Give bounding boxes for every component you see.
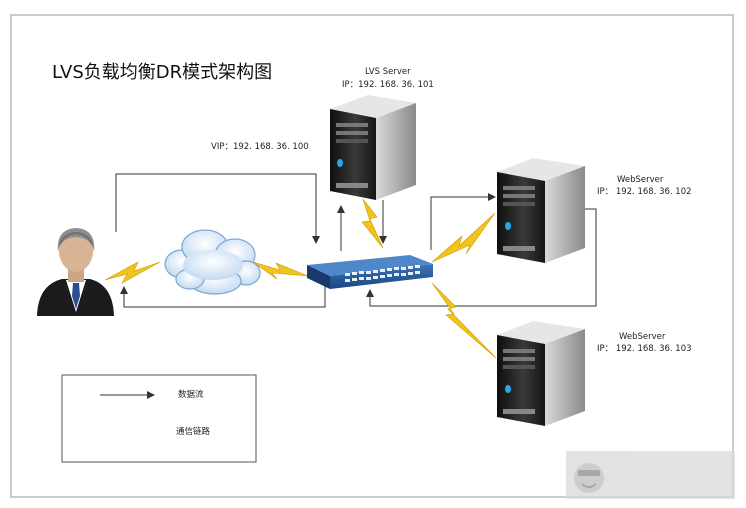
lightning-lvs-switch bbox=[361, 198, 384, 249]
lvs-server-ip: IP：192. 168. 36. 101 bbox=[342, 80, 434, 90]
legend-data-flow-label: 数据流 bbox=[178, 390, 204, 400]
network-switch bbox=[307, 255, 433, 289]
diagram-title: LVS负载均衡DR模式架构图 bbox=[52, 62, 273, 83]
internet-cloud bbox=[164, 229, 261, 295]
lvs-server-icon bbox=[330, 95, 416, 200]
web-server-1-ip: IP： 192. 168. 36. 102 bbox=[597, 187, 692, 197]
watermark-logo bbox=[566, 451, 735, 499]
arrow-client-to-switch bbox=[115, 173, 320, 244]
web-server-1-icon bbox=[497, 158, 585, 263]
lightning-switch-web2 bbox=[431, 282, 497, 359]
lvs-vip-label: VIP：192. 168. 36. 100 bbox=[211, 142, 309, 152]
legend-comm-link-label: 通信链路 bbox=[176, 427, 211, 437]
lightning-client-cloud bbox=[104, 261, 161, 284]
web-server-2-icon bbox=[497, 321, 585, 426]
lightning-switch-web1 bbox=[431, 212, 496, 263]
web-server-2-name: WebServer bbox=[619, 332, 666, 342]
web-server-1-name: WebServer bbox=[617, 175, 664, 185]
legend-box bbox=[61, 374, 257, 463]
arrow-switch-to-web1 bbox=[430, 193, 496, 250]
client-user-icon bbox=[37, 228, 114, 316]
lvs-server-name: LVS Server bbox=[365, 67, 411, 77]
arrow-return-to-client bbox=[120, 283, 326, 308]
arrow-web1-return bbox=[366, 208, 597, 307]
web-server-2-ip: IP： 192. 168. 36. 103 bbox=[597, 344, 692, 354]
